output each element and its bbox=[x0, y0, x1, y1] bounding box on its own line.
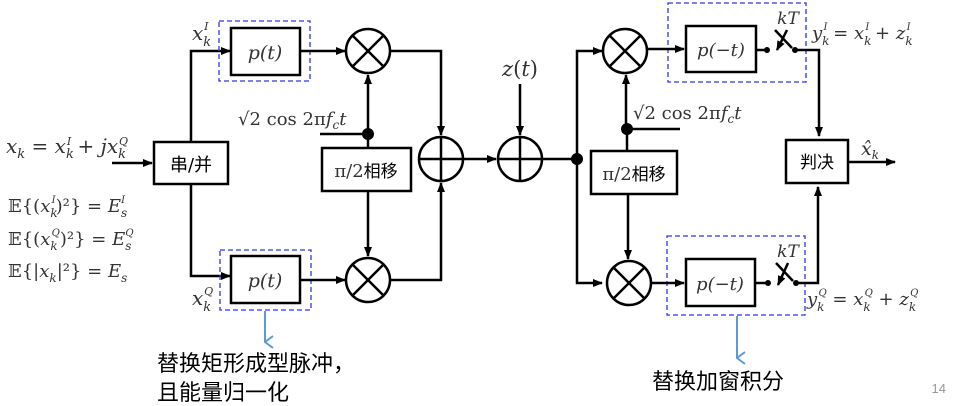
sampler-i-switch bbox=[764, 29, 798, 53]
energy-eq-q: 𝔼{(xkQ)²} = EsQ bbox=[8, 228, 134, 253]
rx-filter-q-block bbox=[684, 257, 757, 308]
sampler-q-label: kT bbox=[777, 242, 800, 262]
rx-mixer-q bbox=[605, 259, 653, 307]
decision-label: 判决 bbox=[800, 153, 834, 173]
rx-filter-i-highlight bbox=[667, 2, 807, 83]
tx-annotation-line2: 且能量归一化 bbox=[157, 381, 289, 406]
rx-mixer-i bbox=[601, 27, 649, 75]
tx-mixer-q bbox=[344, 256, 392, 304]
xi-label: xkI bbox=[192, 20, 211, 50]
serial-parallel-label: 串/并 bbox=[170, 155, 212, 176]
rx-filter-q-label: p(−t) bbox=[696, 274, 744, 295]
energy-eq-i: 𝔼{(xkI)²} = EsI bbox=[8, 195, 127, 220]
energy-equations: 𝔼{(xkI)²} = EsI 𝔼{(xkQ)²} = EsQ 𝔼{|xk|²}… bbox=[8, 195, 134, 285]
page-number: 14 bbox=[931, 381, 946, 396]
tx-summer bbox=[417, 135, 465, 183]
noise-label: z(t) bbox=[501, 57, 538, 81]
wire-sp-to-pulse-q bbox=[189, 184, 231, 280]
tx-pulse-q-block bbox=[229, 254, 302, 305]
wire-sp-to-pulse-i bbox=[189, 47, 231, 142]
wire-rx-to-mixer-i bbox=[575, 47, 603, 159]
rx-phase-shift-block bbox=[589, 149, 679, 196]
energy-eq-total: 𝔼{|xk|²} = Es bbox=[8, 261, 127, 285]
tx-phase-shift-label: π/2相移 bbox=[334, 161, 397, 182]
wire-sampler-i-to-decision bbox=[795, 48, 823, 137]
tx-annotation-line1: 替换矩形成型脉冲， bbox=[157, 352, 355, 377]
yq-label: ykQ = xkQ + zkQ bbox=[806, 288, 918, 314]
xq-label: xkQ bbox=[192, 285, 213, 315]
input-label: xk = xkI + jxkQ bbox=[6, 134, 128, 162]
tx-phase-shift-block bbox=[320, 146, 413, 193]
channel-noise-adder bbox=[496, 135, 544, 183]
wire-mixer-i-to-summer bbox=[390, 49, 445, 136]
wire-sampler-q-to-decision bbox=[796, 186, 822, 285]
rx-phase-shift-label: π/2相移 bbox=[602, 164, 665, 185]
tx-mixer-i bbox=[344, 27, 392, 75]
sampler-q-switch bbox=[765, 262, 799, 286]
rx-carrier-label: √2 cos 2πfct bbox=[633, 103, 742, 126]
sampler-i-label: kT bbox=[777, 9, 800, 29]
tx-carrier-label: √2 cos 2πfct bbox=[238, 109, 347, 132]
yi-label: ykI = xkI + zkI bbox=[811, 22, 913, 48]
rx-filter-i-label: p(−t) bbox=[697, 40, 745, 61]
tx-pulse-i-label: p(t) bbox=[248, 42, 283, 64]
output-label: x̂k bbox=[861, 138, 879, 162]
wire-mixer-q-to-summer bbox=[390, 182, 445, 282]
rx-annotation: 替换加窗积分 bbox=[652, 370, 784, 395]
wire-rx-to-mixer-q bbox=[575, 159, 603, 287]
tx-pulse-q-label: p(t) bbox=[248, 270, 283, 292]
rx-filter-q-highlight bbox=[666, 235, 806, 316]
